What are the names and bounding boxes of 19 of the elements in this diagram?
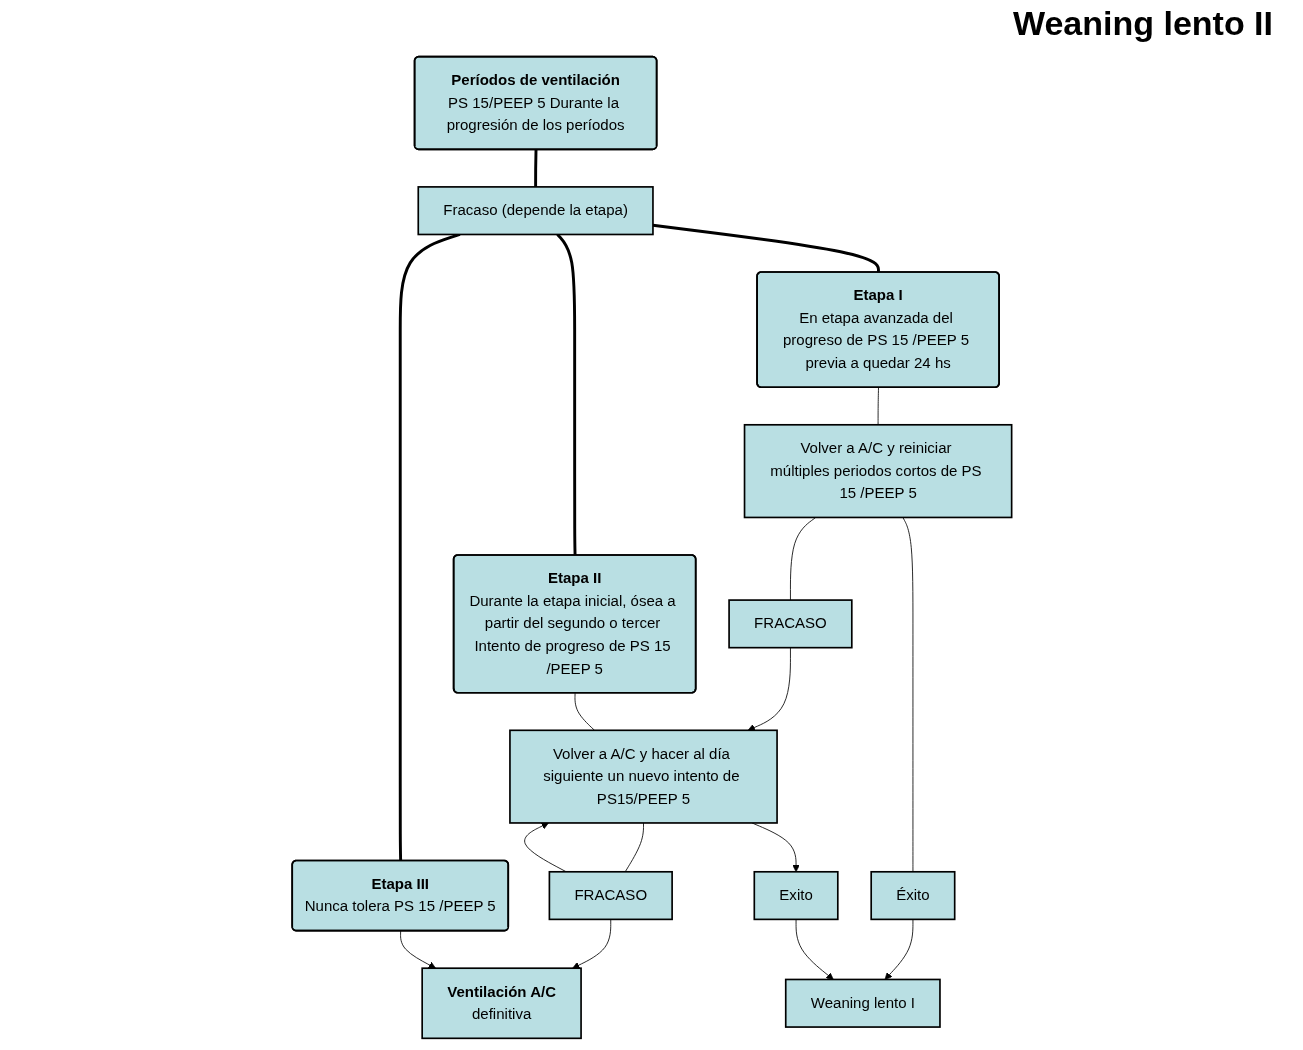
connector <box>533 149 538 187</box>
connector <box>902 517 913 873</box>
node-box: Volver a A/C y reiniciar múltiples periodos cortos de PS 15 /PEEP 5 <box>743 423 1013 519</box>
connector <box>574 692 595 731</box>
connector <box>555 233 577 556</box>
diagram-title: Weaning lento II <box>1012 4 1273 43</box>
node-box: FRACASO <box>548 870 673 921</box>
node-box: Exito <box>753 870 839 921</box>
node-box: Volver a A/C y hacer al día siguiente un nuevo intento de PS15/PEEP 5 <box>508 729 778 824</box>
connector <box>652 223 880 273</box>
connector <box>789 517 816 601</box>
connector <box>624 822 644 873</box>
node-box: FRACASO <box>727 599 853 649</box>
node-box: Ventilación A/C definitiva <box>420 967 582 1040</box>
node-box: Éxito <box>869 870 956 921</box>
node-box: Fracaso (depende la etapa) <box>417 186 654 236</box>
node-box: Weaning lento I <box>784 978 941 1028</box>
connector <box>398 233 460 861</box>
connector <box>877 387 879 426</box>
